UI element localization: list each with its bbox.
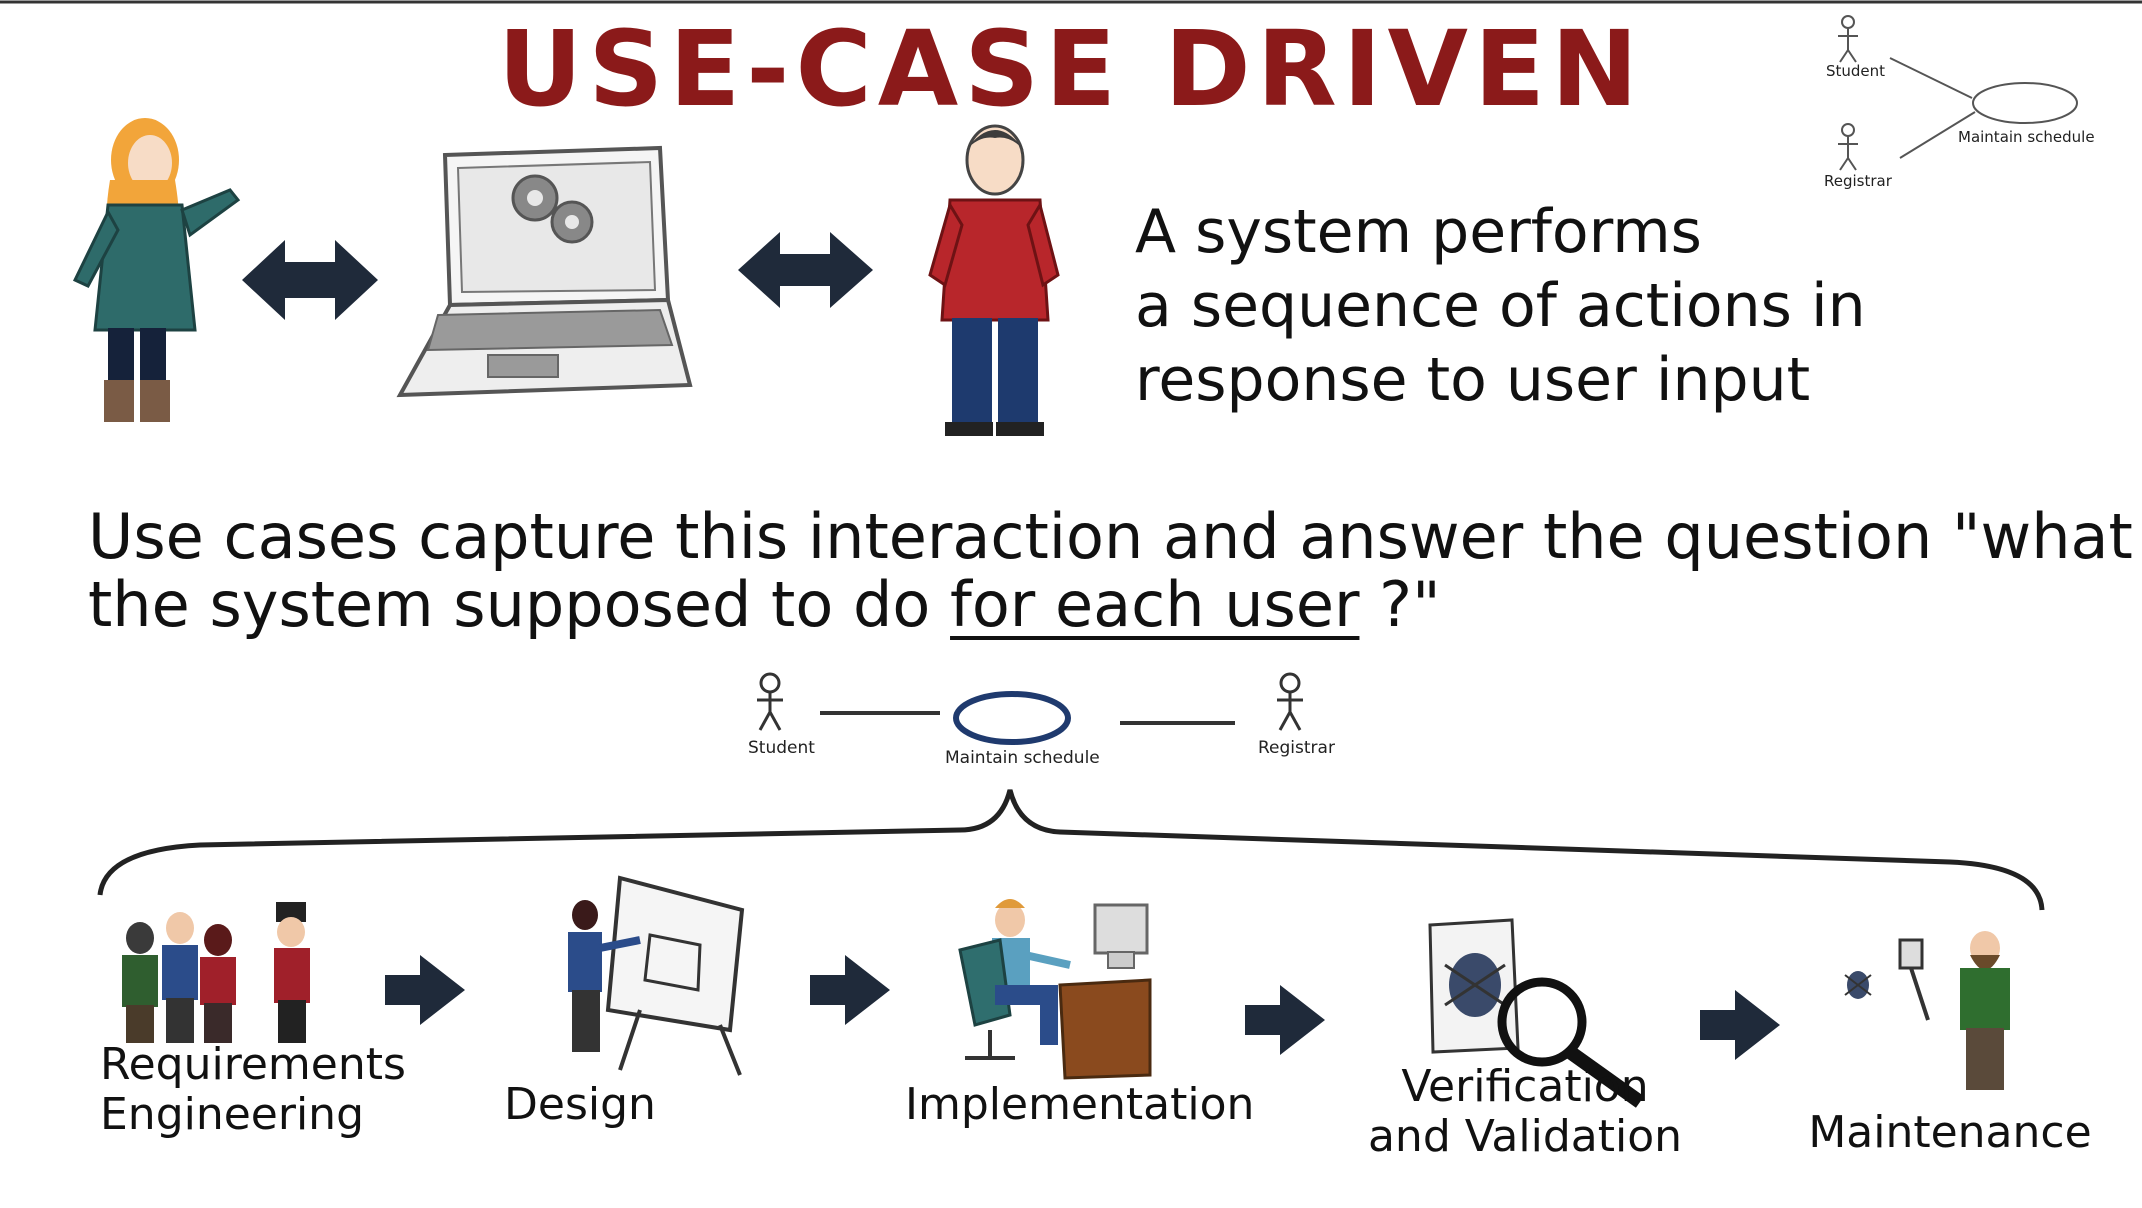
implementation-desk-icon (958, 899, 1152, 1080)
double-arrow-icon (242, 240, 378, 320)
design-easel-icon (568, 875, 745, 1076)
corner-actor-student-label: Student (1826, 62, 1886, 80)
actor-student-icon (757, 672, 783, 731)
flow-arrow-icon (810, 955, 890, 1025)
flow-arrow-icon (385, 955, 465, 1025)
page-title: USE-CASE DRIVEN (497, 8, 1645, 130)
description-line: response to user input (1135, 345, 1811, 415)
woman-user-figure (72, 118, 241, 422)
question-line-2: the system supposed to do for each user … (88, 568, 1441, 641)
stage-maintenance: Maintenance (1800, 1108, 2100, 1158)
actor-registrar-label: Registrar (1258, 738, 1335, 758)
verification-magnifier-icon (1428, 918, 1645, 1108)
stage-requirements-engineering: Requirements Engineering (100, 1039, 406, 1140)
description-line: A system performs (1135, 197, 1702, 267)
flow-arrow-icon (1700, 990, 1780, 1060)
double-arrow-icon (738, 232, 873, 308)
question-line-2-end: ?" (1359, 568, 1441, 641)
question-line-1: Use cases capture this interaction and a… (88, 500, 2142, 573)
use-case-label: Maintain schedule (945, 748, 1100, 768)
corner-actor-registrar-label: Registrar (1824, 172, 1892, 190)
actor-student-label: Student (748, 738, 815, 758)
description-line: a sequence of actions in (1135, 271, 1866, 341)
uml-use-case-diagram (757, 672, 1303, 745)
corner-use-case-label: Maintain schedule (1958, 128, 2095, 146)
stage-verification-validation: Verification and Validation (1360, 1062, 1690, 1162)
stage-label-line: and Validation (1367, 1111, 1683, 1162)
actor-registrar-icon (1277, 672, 1303, 731)
requirements-people-icon (122, 902, 310, 1043)
underlined-phrase: for each user (950, 568, 1360, 641)
laptop-icon (396, 145, 693, 398)
corner-uml-diagram (1838, 15, 2078, 171)
curly-brace (97, 789, 2045, 911)
stage-label-line: Implementation (905, 1079, 1255, 1130)
stage-label-line: Maintenance (1808, 1107, 2092, 1158)
stage-label-line: Design (504, 1079, 656, 1130)
flow-arrow-icon (1245, 985, 1325, 1055)
stage-implementation: Implementation (905, 1079, 1255, 1130)
stage-label-line: Engineering (100, 1089, 364, 1140)
stage-label-line: Verification (1401, 1061, 1649, 1112)
man-user-figure (928, 124, 1060, 436)
system-description: A system performs a sequence of actions … (1135, 195, 1895, 417)
question-line-2-start: the system supposed to do (88, 568, 931, 641)
stage-design: Design (480, 1080, 680, 1130)
maintenance-bug-swatter-icon (1844, 931, 2010, 1090)
stage-label-line: Requirements (100, 1039, 406, 1090)
